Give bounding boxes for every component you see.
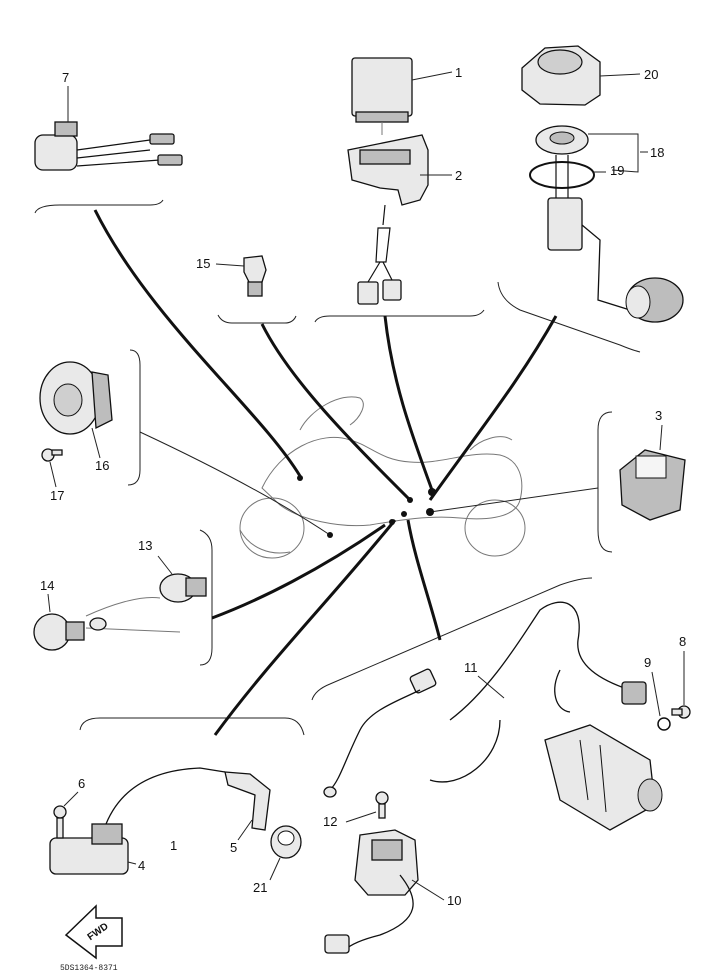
part-7-harness: [34, 121, 183, 171]
callout-10: 10: [447, 893, 461, 908]
part-14-switch: [33, 596, 181, 651]
leader-3: [659, 424, 663, 451]
part-3-rectifier: [619, 449, 686, 521]
part-11-starter-cable: [323, 601, 647, 798]
part-6-screw: [53, 805, 67, 839]
bracket-15: [217, 314, 297, 324]
callout-7: 7: [62, 70, 69, 85]
callout-18: 18: [650, 145, 664, 160]
callout-8: 8: [679, 634, 686, 649]
part-18-ring: [535, 125, 589, 155]
leader-18: [588, 133, 639, 173]
leader-11: [477, 675, 505, 699]
bracket-13-14: [199, 529, 213, 666]
part-4-ignition-coil: [49, 767, 226, 875]
callout-1b: 1: [170, 838, 177, 853]
leader-12: [345, 811, 377, 823]
part-10-starter-relay: [324, 829, 419, 954]
leader-13: [157, 555, 173, 575]
part-18-sender-unit: [547, 155, 684, 323]
callout-4: 4: [138, 858, 145, 873]
part-9-washer: [657, 717, 671, 731]
bracket-4-5-6-21: [79, 717, 305, 736]
callout-11: 11: [464, 660, 478, 675]
leader-1: [411, 71, 453, 81]
part-5-plug-cap: [224, 771, 271, 831]
callout-2: 2: [455, 168, 462, 183]
leader-6: [63, 791, 79, 807]
callout-19: 19: [610, 163, 624, 178]
leader-21: [269, 857, 281, 881]
part-8-bolt: [671, 705, 691, 719]
bracket-3: [597, 411, 613, 553]
part-15-switch: [243, 255, 267, 297]
part-2-connector: [357, 204, 402, 305]
leader-14: [47, 593, 51, 613]
part-13-switch: [159, 573, 207, 603]
motorcycle-outline: [239, 396, 526, 559]
part-21-grommet: [270, 825, 302, 859]
leader-5: [237, 819, 253, 841]
callout-14: 14: [40, 578, 54, 593]
callout-15: 15: [196, 256, 210, 271]
leader-16: [91, 427, 101, 459]
part-2-relay-holder: [347, 134, 429, 206]
callout-21: 21: [253, 880, 267, 895]
callout-17: 17: [50, 488, 64, 503]
leader-15: [215, 263, 245, 267]
connector-dots: [297, 475, 436, 538]
callout-3: 3: [655, 408, 662, 423]
part-starter-motor: [544, 724, 663, 831]
callout-6: 6: [78, 776, 85, 791]
leader-10: [411, 879, 445, 901]
callout-5: 5: [230, 840, 237, 855]
part-17-bolt: [41, 448, 63, 462]
leader-4: [127, 861, 137, 865]
part-19-gasket: [529, 161, 595, 189]
leader-17: [49, 461, 57, 488]
part-12-bolt: [375, 791, 389, 819]
leader-9: [651, 671, 661, 717]
bracket-1-2: [314, 309, 485, 323]
part-1-relay: [351, 57, 413, 123]
callout-9: 9: [644, 655, 651, 670]
callout-13: 13: [138, 538, 152, 553]
callout-16: 16: [95, 458, 109, 473]
drawing-code: 5DS1364-8371: [60, 964, 118, 973]
leader-20: [599, 73, 641, 77]
connector-lines: [93, 209, 599, 736]
fwd-arrow-icon: FWD: [64, 904, 123, 960]
callout-1: 1: [455, 65, 462, 80]
bracket-18-20: [497, 281, 641, 353]
bracket-7: [34, 199, 164, 214]
callout-20: 20: [644, 67, 658, 82]
part-16-horn: [39, 361, 113, 435]
callout-12: 12: [323, 814, 337, 829]
part-20-cap: [521, 45, 601, 106]
bracket-8-12: [311, 577, 593, 701]
bracket-16-17: [127, 349, 141, 486]
